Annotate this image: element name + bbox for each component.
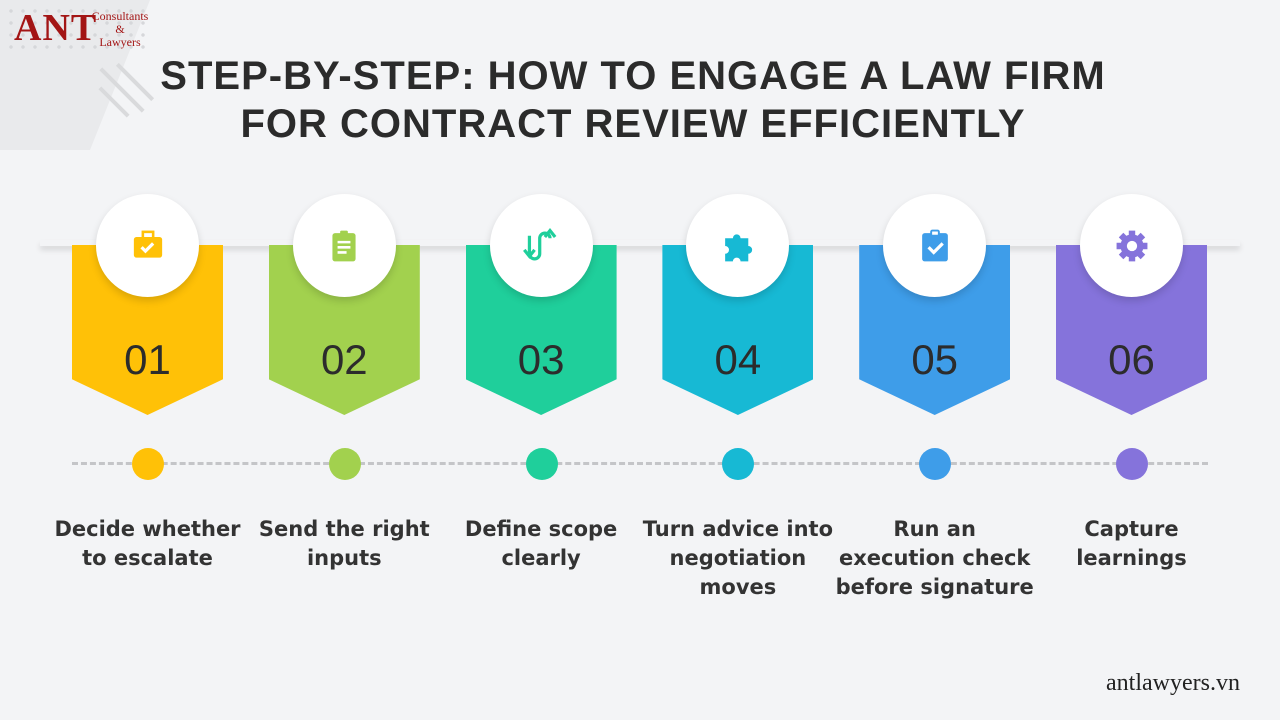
timeline-dot bbox=[132, 448, 164, 480]
step-label: Turn advice into negotiation moves bbox=[642, 517, 834, 599]
timeline-dot bbox=[1116, 448, 1148, 480]
step-label: Define scope clearly bbox=[464, 517, 618, 570]
website-url: antlawyers.vn bbox=[1106, 670, 1240, 696]
clipboard-list-icon bbox=[332, 230, 356, 261]
title-line-2: FOR CONTRACT REVIEW EFFICIENTLY bbox=[240, 102, 1026, 146]
step-icon-circle bbox=[1080, 194, 1183, 297]
step-number: 03 bbox=[517, 336, 565, 383]
logo-line: Consultants bbox=[91, 9, 149, 23]
gear-icon bbox=[1116, 230, 1147, 261]
timeline-dot bbox=[328, 448, 361, 480]
company-logo: ANT Consultants & Lawyers bbox=[14, 6, 148, 50]
timeline-dashed-line bbox=[72, 462, 1208, 465]
logo-subtitle: Consultants & Lawyers bbox=[90, 10, 150, 49]
step-icon-circle bbox=[686, 194, 790, 297]
clipboard-check-icon bbox=[921, 229, 948, 261]
logo-text: ANT bbox=[14, 7, 98, 49]
puzzle-icon bbox=[725, 233, 753, 261]
logo-line: & bbox=[115, 22, 125, 36]
timeline-dot bbox=[525, 448, 558, 480]
step-label: Send the right inputs bbox=[258, 517, 430, 570]
arrows-up-down-icon bbox=[523, 227, 557, 260]
timeline-dot bbox=[722, 448, 755, 480]
step-number: 04 bbox=[714, 336, 762, 383]
timeline-bar bbox=[40, 240, 1240, 246]
step-icon-circle bbox=[489, 194, 593, 297]
dot-pattern bbox=[5, 5, 145, 55]
step-number: 05 bbox=[911, 336, 959, 383]
step-icon-circle bbox=[96, 194, 199, 297]
step-number: 01 bbox=[124, 336, 171, 383]
logo-line: Lawyers bbox=[99, 35, 141, 49]
step-label: Run an execution check before signature bbox=[835, 517, 1034, 599]
step-label: Capture learnings bbox=[1076, 517, 1187, 570]
title-line-1: STEP-BY-STEP: HOW TO ENGAGE A LAW FIRM bbox=[160, 54, 1106, 98]
step-number: 06 bbox=[1108, 336, 1155, 383]
timeline-dot bbox=[919, 448, 952, 480]
step-label: Decide whether to escalate bbox=[54, 517, 241, 570]
step-icon-circle bbox=[292, 194, 396, 297]
step-icon-circle bbox=[883, 194, 987, 297]
step-number: 02 bbox=[320, 336, 368, 383]
briefcase-check-icon bbox=[133, 230, 162, 258]
